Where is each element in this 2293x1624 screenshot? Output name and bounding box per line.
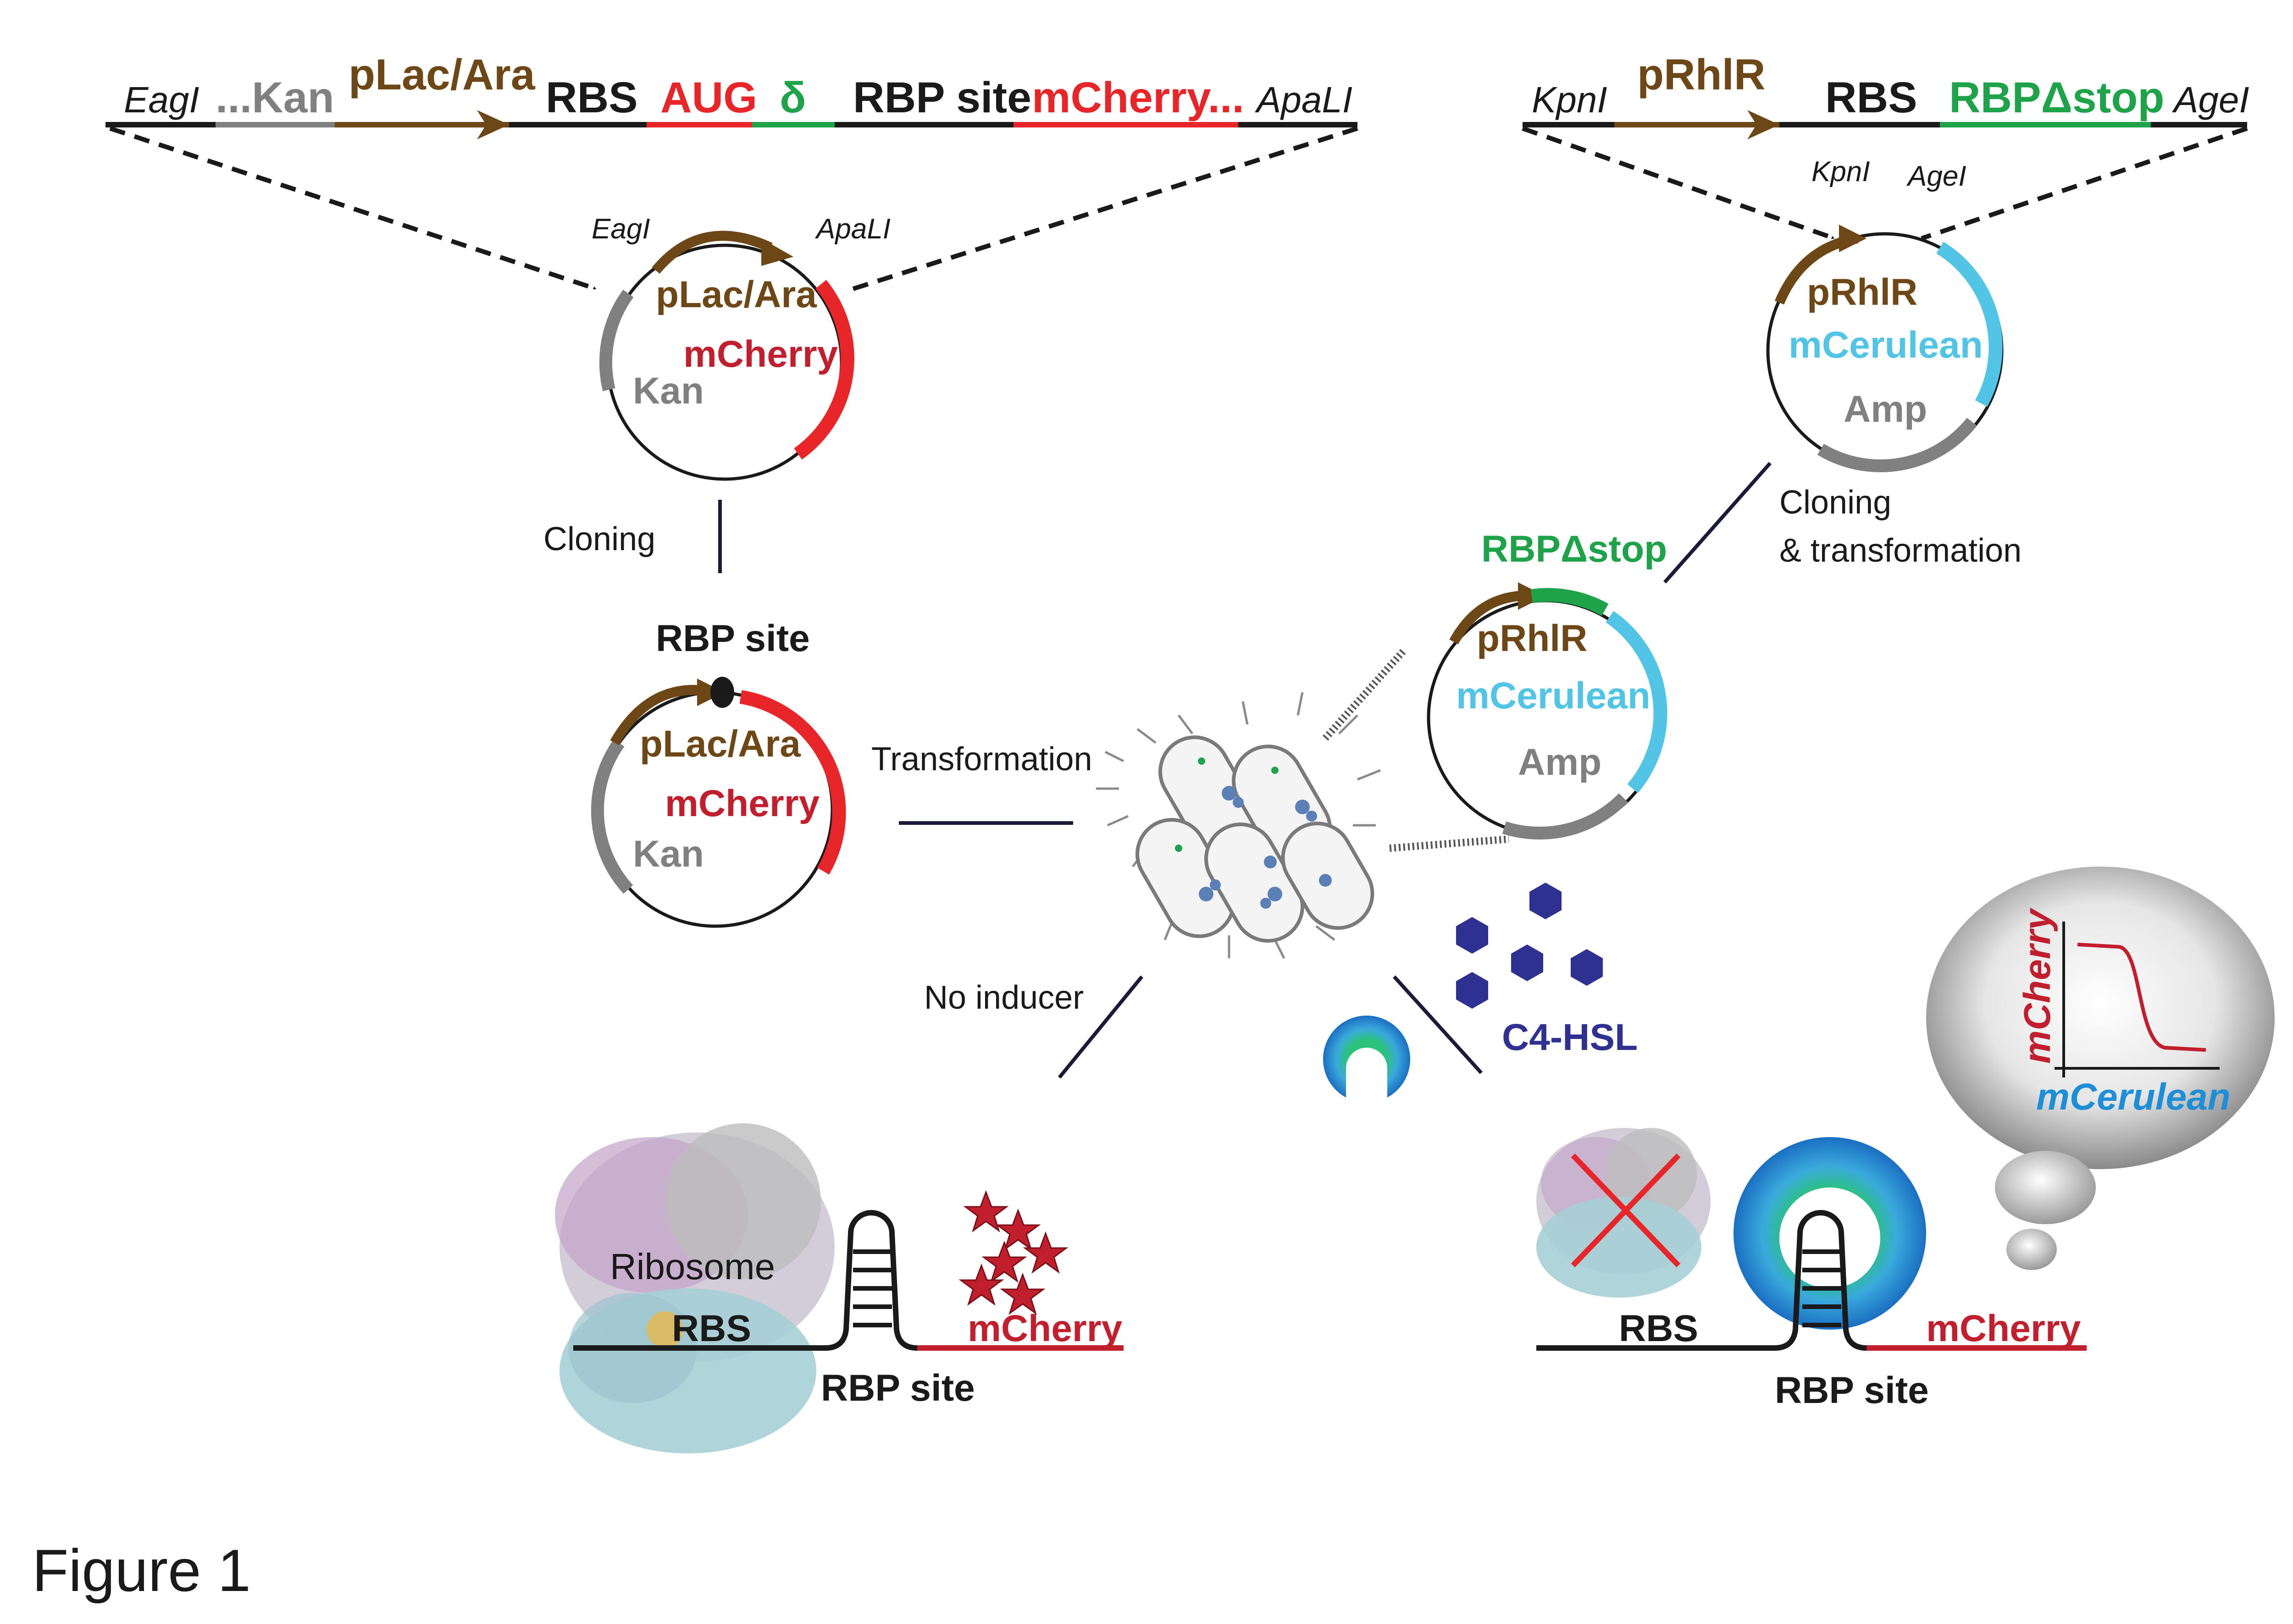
plac-ara-promoter-label: pLac/Ara — [349, 50, 536, 99]
no-inducer-label: No inducer — [924, 979, 1084, 1016]
plot-ylabel-mcherry: mCherry — [2016, 907, 2058, 1064]
rbp-site-label-left-outcome: RBP site — [821, 1367, 975, 1409]
dashed-insert-line-left — [109, 126, 597, 291]
plasmid-mid-left: RBP site pLac/Ara mCherry Kan — [591, 618, 846, 928]
kpni-site-label: KpnI — [1532, 79, 1607, 120]
plasmid-amp-label-mid: Amp — [1518, 741, 1601, 783]
mcherry-label-left-outcome: mCherry — [968, 1308, 1123, 1349]
plasmid-kan-label-mid: Kan — [633, 833, 704, 875]
prhlr-promoter-label: pRhlR — [1637, 50, 1766, 99]
rbp-site-hairpin-right — [1774, 1210, 1867, 1351]
cloning-transformation-label-2: & transformation — [1779, 532, 2022, 569]
rbs-label-left-outcome: RBS — [672, 1308, 751, 1349]
rbs-label-right-outcome: RBS — [1619, 1308, 1698, 1349]
transformation-step-label: Transformation — [871, 741, 1092, 778]
plasmid-top-left: EagI ApaLI pLac/Ara mCherry Kan — [592, 213, 891, 481]
plasmid-mid-right: RBPΔstop pRhlR mCerulean Amp — [1427, 528, 1667, 840]
c4-hsl-molecules — [1456, 883, 1603, 1009]
plasmid-prhlr-label-mid: pRhlR — [1477, 618, 1587, 659]
rbp-protein-small — [1323, 1016, 1410, 1110]
rbp-site-label: RBP site — [853, 73, 1031, 122]
plasmid-eagi-label: EagI — [592, 213, 650, 245]
zoom-hatch-upper — [1323, 648, 1406, 741]
ribosome-label: Ribosome — [610, 1246, 775, 1287]
rbs-label: RBS — [546, 73, 638, 122]
rbp-site-label-right-outcome: RBP site — [1775, 1370, 1929, 1411]
plasmid-mcerulean-label-mid: mCerulean — [1456, 675, 1651, 717]
construct-right: KpnI pRhlR RBS RBPΔstop AgeI — [1523, 50, 2249, 139]
mcherry-label-right-outcome: mCherry — [1926, 1308, 2081, 1349]
dashed-insert-line-right-right — [1921, 126, 2248, 241]
no-inducer-arrow — [1058, 975, 1144, 1079]
c4-hsl-label: C4-HSL — [1502, 1016, 1638, 1058]
kan-gene-label: ...Kan — [216, 73, 334, 122]
rbs-label-right: RBS — [1825, 73, 1917, 122]
aug-label: AUG — [660, 73, 757, 122]
mcherry-gene-label: mCherry... — [1032, 73, 1244, 122]
outcome-right: RBS RBP site mCherry — [1536, 1128, 2087, 1411]
plasmid-kan-label: Kan — [633, 370, 704, 412]
agei-site-label: AgeI — [2172, 79, 2249, 120]
cloning-transformation-label-1: Cloning — [1779, 484, 1891, 521]
plasmid-agei-label: AgeI — [1906, 160, 1966, 192]
plasmid-prhlr-label: pRhlR — [1807, 271, 1917, 313]
outcome-left: Ribosome RBS RBP site mCherry — [555, 1123, 1124, 1453]
plasmid-amp-label: Amp — [1844, 388, 1927, 430]
plasmid-plac-ara-label: pLac/Ara — [656, 274, 817, 315]
inducer-arrow — [1393, 975, 1483, 1074]
plasmid-plac-ara-label-mid: pLac/Ara — [640, 723, 801, 765]
plasmid-mcerulean-label: mCerulean — [1789, 324, 1983, 366]
mcherry-stars — [958, 1190, 1069, 1315]
construct-left: EagI ...Kan pLac/Ara RBS AUG δ RBP site … — [105, 50, 1357, 139]
dose-response-curve — [2077, 943, 2206, 1052]
plasmid-top-right: KpnI AgeI pRhlR mCerulean Amp — [1766, 156, 2004, 472]
apali-site-label: ApaLI — [1255, 79, 1352, 120]
dashed-insert-line-right — [852, 126, 1358, 291]
ribosome-illustration — [555, 1123, 835, 1453]
eagi-site-label: EagI — [124, 79, 199, 120]
plasmid-apali-label: ApaLI — [814, 213, 891, 245]
figure-label: Figure 1 — [32, 1537, 251, 1604]
bacteria-cluster — [1096, 692, 1381, 959]
plasmid-kpni-label: KpnI — [1811, 156, 1870, 188]
thought-bubble: mCherry mCerulean — [1926, 867, 2275, 1270]
rbp-site-hairpin-left — [825, 1210, 918, 1351]
zoom-hatch-lower — [1389, 835, 1509, 852]
plasmid-rbp-site-label: RBP site — [656, 618, 810, 659]
delta-label: δ — [780, 73, 806, 122]
cloning-transformation-arrow — [1663, 462, 1772, 584]
cloning-step-label: Cloning — [543, 521, 655, 558]
plasmid-rbp-delta-stop-label: RBPΔstop — [1481, 528, 1667, 570]
blocked-cross-2 — [1571, 1153, 1681, 1268]
rbp-delta-stop-label: RBPΔstop — [1949, 73, 2164, 122]
plasmid-mcherry-label: mCherry — [683, 333, 838, 375]
rbp-site-marker — [710, 677, 734, 708]
dashed-insert-line-right-left — [1522, 126, 1835, 241]
plot-xlabel-mcerulean: mCerulean — [2036, 1076, 2231, 1118]
plasmid-mcherry-label-mid: mCherry — [665, 783, 820, 824]
